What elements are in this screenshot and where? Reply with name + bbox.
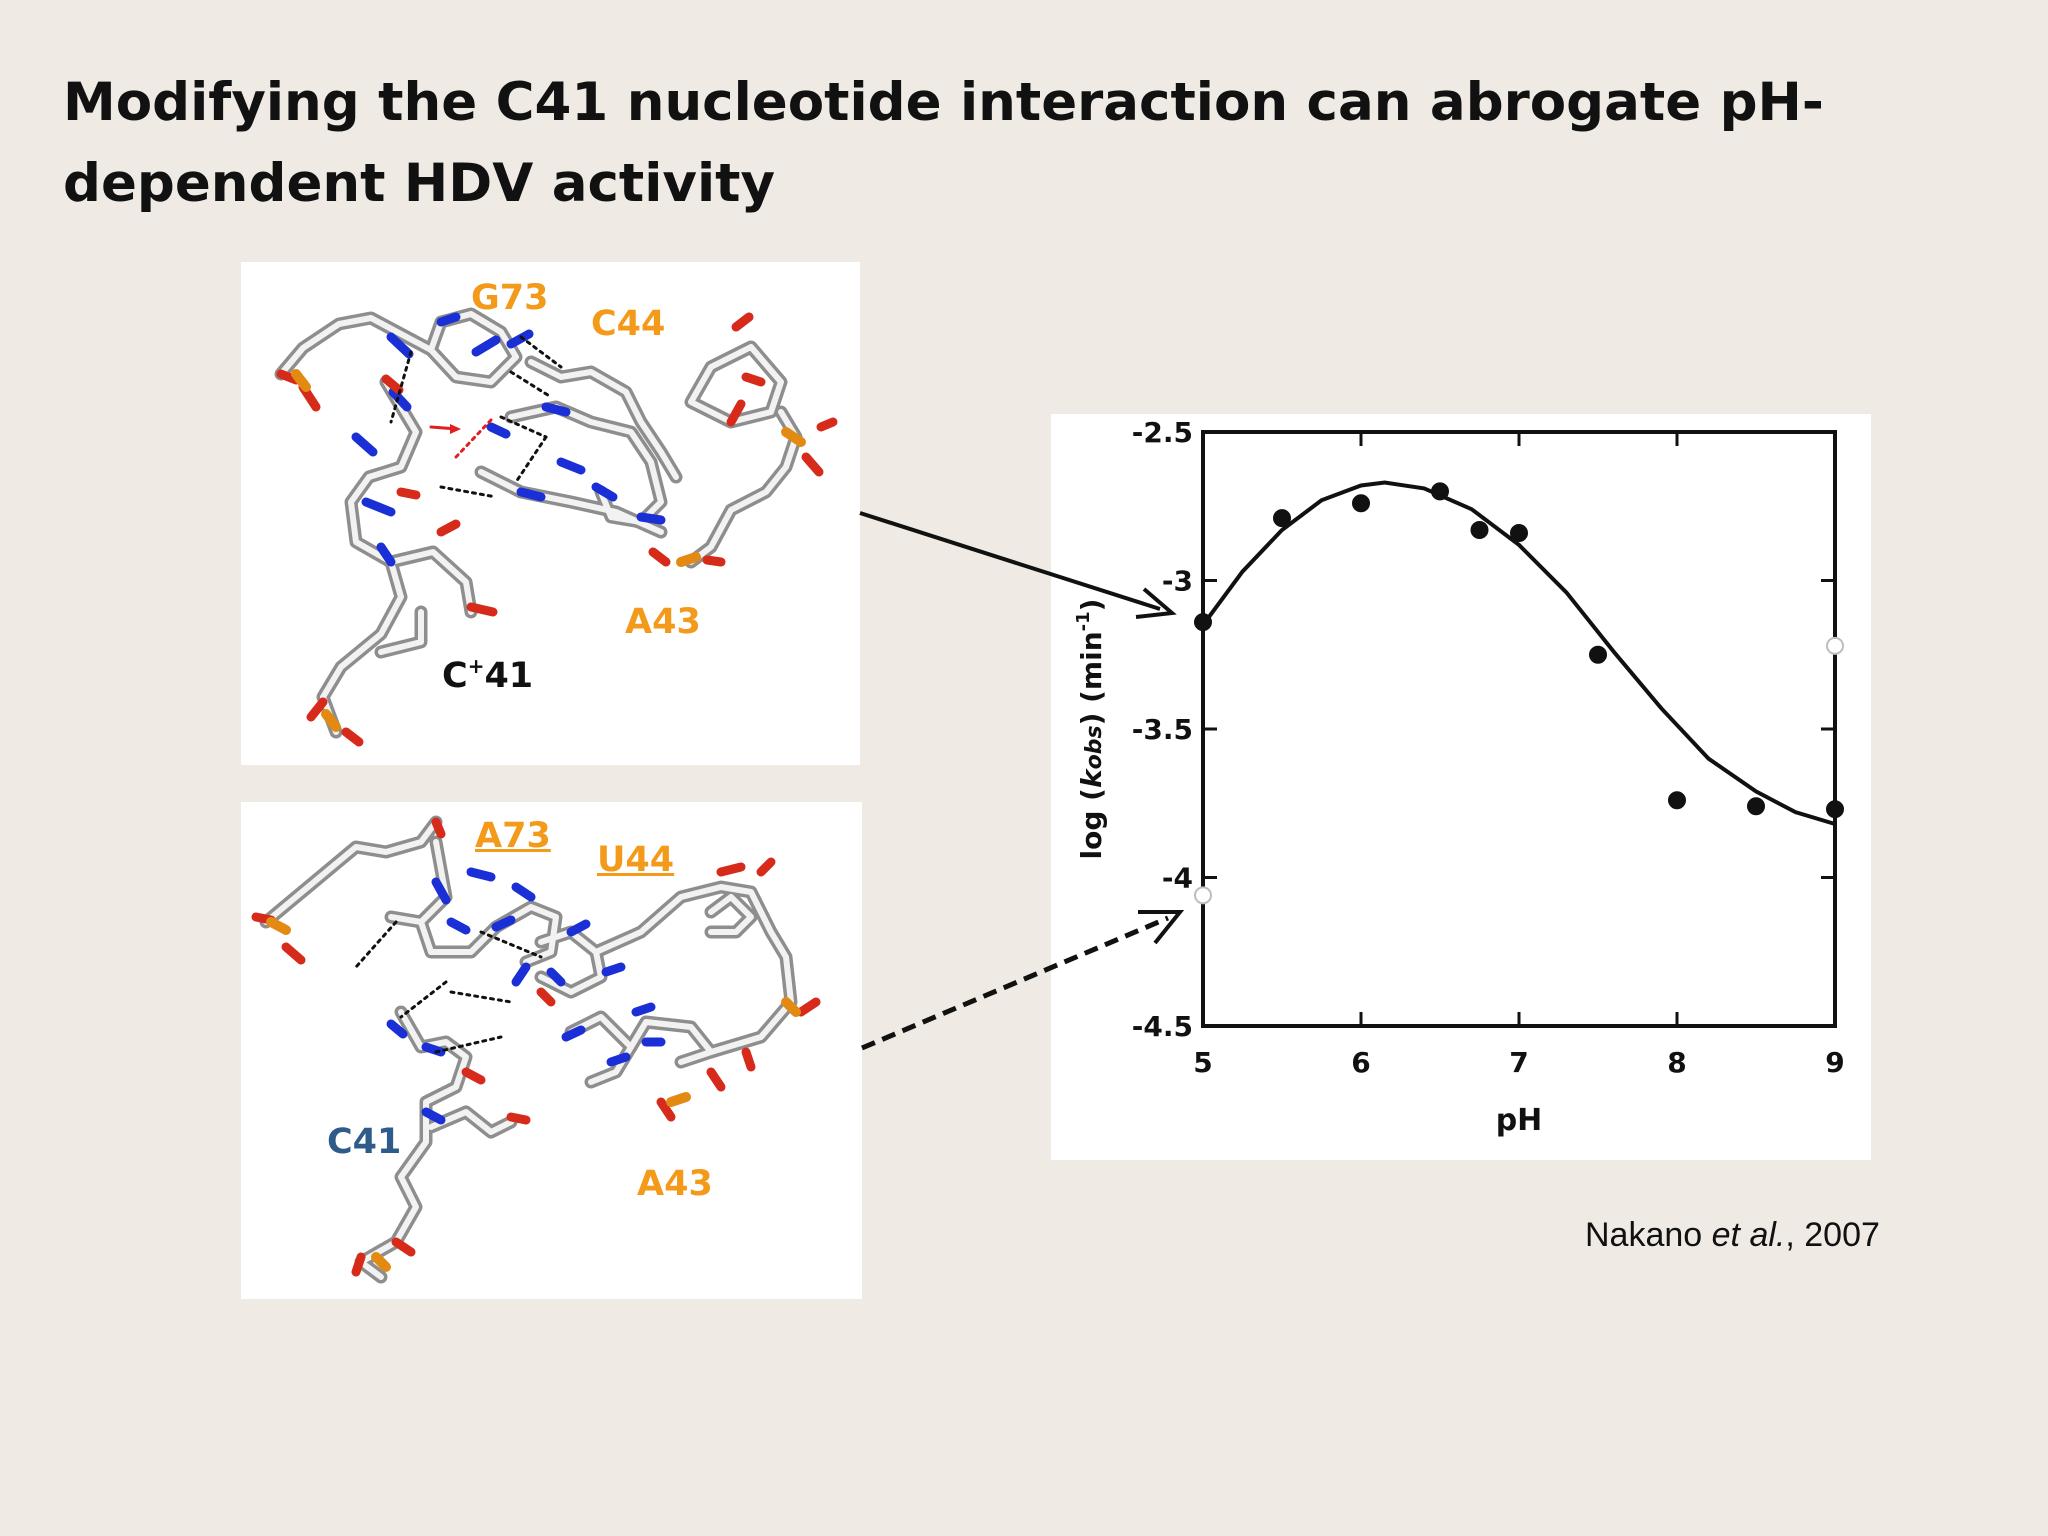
label-a43-bottom: A43 — [637, 1164, 713, 1204]
x-tick-label: 5 — [1193, 1046, 1212, 1079]
ph-activity-chart: 5 6 7 8 9 -2.5 -3 -3.5 -4 -4.5 pH log (kobs) (mi… — [1051, 414, 1871, 1160]
citation-etal: et al. — [1711, 1216, 1786, 1254]
label-c44: C44 — [591, 304, 666, 344]
x-tick-label: 9 — [1825, 1046, 1844, 1079]
data-point — [1431, 482, 1449, 501]
citation-author: Nakano — [1585, 1216, 1712, 1254]
label-a43-top: A43 — [625, 602, 701, 642]
label-c41-protonated: C+41 — [442, 646, 533, 696]
structure-panel-mutant: A73 U44 C41 A43 — [241, 802, 862, 1299]
data-point — [1747, 797, 1765, 816]
arrow-dashed — [861, 910, 1185, 1051]
data-point — [1273, 509, 1291, 528]
data-point — [1194, 613, 1212, 632]
x-axis-label: pH — [1496, 1103, 1543, 1138]
y-tick-label: -3.5 — [1132, 713, 1193, 746]
x-tick-labels: 5 6 7 8 9 — [1193, 1046, 1844, 1079]
chart-canvas: 5 6 7 8 9 -2.5 -3 -3.5 -4 -4.5 pH log (kobs) (mi… — [1073, 416, 1845, 1138]
data-point — [1668, 791, 1686, 810]
label-u44: U44 — [597, 840, 675, 880]
y-tick-label: -4 — [1162, 862, 1193, 895]
y-tick-label: -3 — [1162, 565, 1193, 598]
citation: Nakano et al., 2007 — [1585, 1216, 1880, 1255]
x-tick-label: 8 — [1667, 1046, 1686, 1079]
fit-curve — [1201, 480, 1836, 826]
slide-title: Modifying the C41 nucleotide interaction… — [63, 72, 1824, 214]
label-a73: A73 — [475, 816, 551, 856]
data-points — [1194, 482, 1844, 905]
data-point — [1352, 494, 1370, 513]
molecular-structure-mutant — [251, 815, 821, 1284]
data-point — [1510, 523, 1528, 542]
y-tick-label: -4.5 — [1132, 1010, 1193, 1043]
data-point — [1589, 645, 1607, 664]
molecular-structure-wildtype — [274, 307, 838, 747]
arrow-solid — [859, 511, 1177, 619]
y-tick-labels: -2.5 -3 -3.5 -4 -4.5 — [1132, 416, 1193, 1043]
label-c41-charge: + — [467, 654, 485, 678]
data-point — [1826, 800, 1844, 819]
citation-year: , 2007 — [1785, 1216, 1880, 1254]
label-g73: G73 — [471, 278, 549, 318]
x-tick-label: 7 — [1509, 1046, 1528, 1079]
y-axis-label: log (kobs) (min-1) — [1073, 599, 1108, 860]
y-tick-label: -2.5 — [1132, 416, 1193, 449]
data-point — [1470, 521, 1489, 540]
label-c41-base: C — [442, 656, 468, 696]
label-c41-number: 41 — [484, 656, 534, 696]
data-point-open — [1826, 636, 1844, 655]
data-point-open — [1194, 886, 1212, 905]
x-tick-label: 6 — [1351, 1046, 1370, 1079]
axis-ticks — [1201, 430, 1837, 1028]
structure-panel-wildtype: G73 C44 A43 C+41 — [241, 262, 860, 765]
label-c41: C41 — [327, 1122, 402, 1162]
